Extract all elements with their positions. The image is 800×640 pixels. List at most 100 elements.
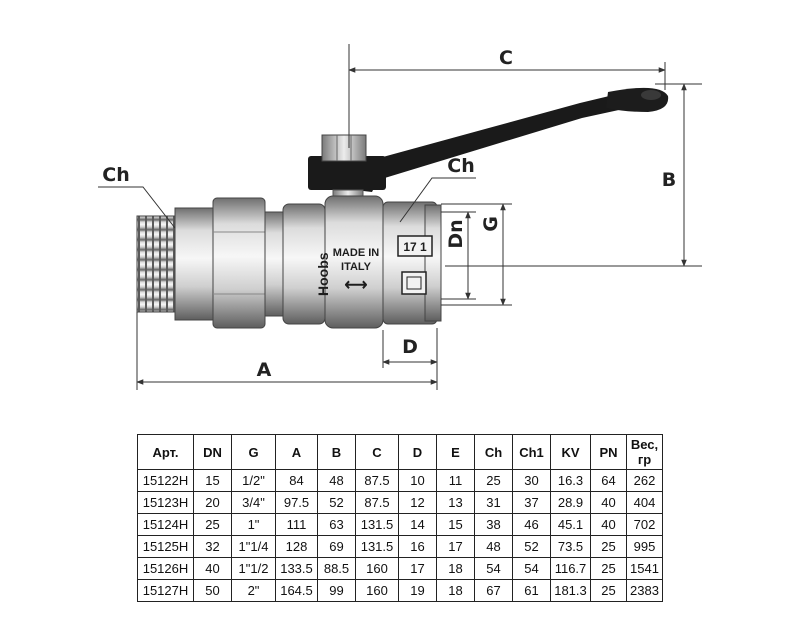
table-cell: 16.3 [550, 469, 591, 492]
column-header: KV [550, 434, 591, 470]
table-header-row: Арт. DN G A B C D E Ch Ch1 KV PN Вес, гр [137, 434, 663, 470]
table-cell: 38 [474, 513, 513, 536]
ball-valve-drawing: Hoobs MADE IN ITALY ⟷ 17 1 C B Dn G D [98, 44, 702, 390]
table-cell: 15123H [137, 491, 194, 514]
table-cell: 40 [590, 513, 627, 536]
table-cell: 10 [398, 469, 437, 492]
table-cell: 1/2" [231, 469, 276, 492]
table-cell: 12 [398, 491, 437, 514]
table-cell: 160 [355, 557, 399, 580]
table-cell: 50 [193, 579, 232, 602]
table-cell: 164.5 [275, 579, 318, 602]
table-cell: 1541 [626, 557, 663, 580]
table-cell: 54 [474, 557, 513, 580]
table-cell: 3/4" [231, 491, 276, 514]
table-cell: 160 [355, 579, 399, 602]
table-cell: 25 [474, 469, 513, 492]
table-cell: 15124H [137, 513, 194, 536]
dimension-label-ch-left: Ch [102, 164, 129, 186]
table-cell: 25 [590, 579, 627, 602]
table-cell: 97.5 [275, 491, 318, 514]
column-header: E [436, 434, 475, 470]
table-cell: 61 [512, 579, 551, 602]
table-cell: 25 [193, 513, 232, 536]
table-cell: 404 [626, 491, 663, 514]
table-cell: 25 [590, 557, 627, 580]
table-cell: 40 [590, 491, 627, 514]
table-cell: 15122H [137, 469, 194, 492]
made-in-line1: MADE IN [333, 247, 380, 259]
table-cell: 88.5 [317, 557, 356, 580]
table-cell: 2" [231, 579, 276, 602]
table-cell: 18 [436, 579, 475, 602]
table-cell: 17 [436, 535, 475, 558]
column-header: Вес, гр [626, 434, 663, 470]
valve-body [136, 195, 442, 329]
table-cell: 48 [474, 535, 513, 558]
table-cell: 1"1/2 [231, 557, 276, 580]
dimension-label-dn: Dn [445, 219, 467, 248]
column-header: PN [590, 434, 627, 470]
column-header: A [275, 434, 318, 470]
table-cell: 131.5 [355, 513, 399, 536]
dimension-label-a: A [257, 359, 272, 381]
brand-mark: Hoobs [315, 252, 331, 296]
table-cell: 99 [317, 579, 356, 602]
table-cell: 15126H [137, 557, 194, 580]
column-header: C [355, 434, 399, 470]
dimension-label-b: B [662, 169, 676, 191]
table-cell: 18 [436, 557, 475, 580]
column-header: Ch1 [512, 434, 551, 470]
table-cell: 31 [474, 491, 513, 514]
table-cell: 11 [436, 469, 475, 492]
table-cell: 87.5 [355, 469, 399, 492]
made-in-line2: ITALY [341, 261, 372, 273]
dimension-label-d: D [402, 336, 418, 358]
table-cell: 28.9 [550, 491, 591, 514]
table-cell: 52 [317, 491, 356, 514]
table-cell: 32 [193, 535, 232, 558]
column-header: Ch [474, 434, 513, 470]
table-cell: 63 [317, 513, 356, 536]
table-cell: 69 [317, 535, 356, 558]
table-cell: 128 [275, 535, 318, 558]
table-cell: 73.5 [550, 535, 591, 558]
table-cell: 46 [512, 513, 551, 536]
table-cell: 16 [398, 535, 437, 558]
table-cell: 1"1/4 [231, 535, 276, 558]
table-cell: 48 [317, 469, 356, 492]
table-cell: 15127H [137, 579, 194, 602]
table-cell: 262 [626, 469, 663, 492]
table-cell: 131.5 [355, 535, 399, 558]
table-cell: 45.1 [550, 513, 591, 536]
dimension-label-c: C [499, 47, 513, 69]
table-cell: 19 [398, 579, 437, 602]
table-cell: 84 [275, 469, 318, 492]
table-cell: 13 [436, 491, 475, 514]
column-header: G [231, 434, 276, 470]
dimension-label-g: G [480, 216, 502, 232]
column-header: D [398, 434, 437, 470]
table-cell: 67 [474, 579, 513, 602]
table-cell: 15 [436, 513, 475, 536]
table-cell: 40 [193, 557, 232, 580]
table-cell: 1" [231, 513, 276, 536]
table-cell: 111 [275, 513, 318, 536]
column-header: Арт. [137, 434, 194, 470]
table-cell: 25 [590, 535, 627, 558]
table-cell: 30 [512, 469, 551, 492]
table-cell: 116.7 [550, 557, 591, 580]
table-cell: 17 [398, 557, 437, 580]
dimension-lines [98, 44, 702, 390]
table-cell: 15125H [137, 535, 194, 558]
table-cell: 15 [193, 469, 232, 492]
valve-handle [308, 87, 669, 192]
table-cell: 52 [512, 535, 551, 558]
table-cell: 14 [398, 513, 437, 536]
